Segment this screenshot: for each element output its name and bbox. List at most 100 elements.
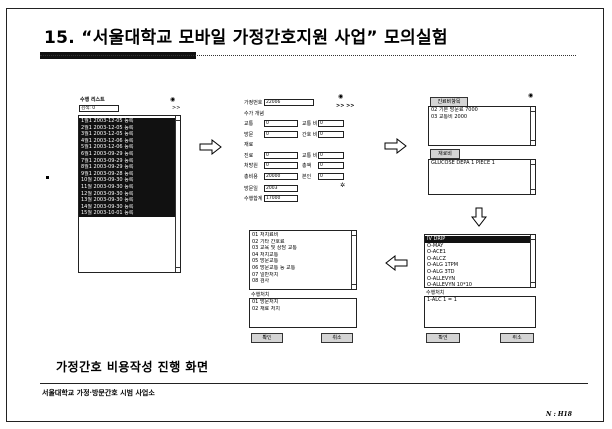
list-item[interactable]: 05 방문교통 <box>252 258 279 265</box>
slide-title: 15. “서울대학교 모바일 가정간호지원 사업” 모의실험 <box>44 28 448 48</box>
field-label: 수가 개념 <box>244 110 264 117</box>
list-item[interactable]: 2월1 2003-12-05 등록 <box>79 124 176 132</box>
field-label: 교통 비 <box>302 121 318 127</box>
list-item[interactable]: GLUCOSE DEPA 1 PIECE 1 <box>431 160 495 166</box>
total-label: 수행합계 <box>244 196 263 202</box>
nav-icons[interactable]: >> >> <box>336 103 355 109</box>
list-item[interactable]: 02 재료 처치 <box>252 305 280 312</box>
form-field[interactable]: 0 <box>318 172 344 180</box>
list-item[interactable]: IV DRIP <box>425 236 531 243</box>
list-item[interactable]: 1월1 2003-12-05 등록 <box>79 118 176 125</box>
list-item[interactable]: 11월 2003-09-30 등록 <box>79 183 176 191</box>
list-item[interactable]: 15월 2003-10-01 등록 <box>79 210 176 217</box>
list-item[interactable]: O-ALG 1TPM <box>427 262 459 269</box>
ok-button[interactable]: 확인 <box>251 333 283 343</box>
detail-label: 수행처치 <box>426 290 445 296</box>
gear-icon[interactable]: ✲ <box>340 182 346 189</box>
list-scrollbar[interactable] <box>351 231 356 289</box>
list-item[interactable]: 07 일반처치 <box>252 271 279 278</box>
form-field[interactable]: 0 <box>318 162 344 169</box>
total-field[interactable]: 17000 <box>264 195 298 202</box>
list-item[interactable]: 7월1 2003-09-29 등록 <box>79 157 176 165</box>
field-label: 처방원 <box>244 163 258 169</box>
list-item[interactable]: 6월1 2003-09-29 등록 <box>79 150 176 158</box>
field-label: 교통 비 <box>302 152 318 159</box>
list-item[interactable]: 10월 2003-09-30 등록 <box>79 177 176 184</box>
list-item[interactable]: 14월 2003-09-30 등록 <box>79 203 176 211</box>
list-item[interactable]: O-ALLEVYN 10*10 <box>427 282 472 289</box>
list-item[interactable]: 13월 2003-09-30 등록 <box>79 197 176 204</box>
list-item[interactable]: 5월1 2003-12-06 등록 <box>79 144 176 151</box>
date-field[interactable]: 2003 <box>264 185 298 192</box>
list-item[interactable]: 01 처치료비 <box>252 232 279 238</box>
form-field[interactable]: 0 <box>264 162 298 169</box>
form-field[interactable]: 0 <box>264 130 298 138</box>
list-item[interactable]: 9월1 2003-09-28 등록 <box>79 170 176 178</box>
list-item[interactable]: O-MAY <box>427 242 444 249</box>
list-item[interactable]: 04 처치교통 <box>252 251 279 258</box>
slide-footer: 서울대학교 가정·방문간호 시범 사업소 <box>42 388 155 397</box>
list-item[interactable]: 08 검사 <box>252 278 270 285</box>
date-label: 방문일 <box>244 186 258 192</box>
list-scrollbar[interactable] <box>530 160 535 194</box>
right-arrow-icon <box>199 139 222 155</box>
home-icon[interactable]: ◉ <box>338 93 344 100</box>
form-field[interactable]: 0 <box>264 151 298 159</box>
field-label: 본인 <box>302 173 312 180</box>
list-item[interactable]: 01 방문처치 <box>252 299 279 305</box>
list-item[interactable]: 1-ALC 1 = 1 <box>427 297 457 303</box>
title-underline <box>40 55 576 56</box>
cancel-button[interactable]: 취소 <box>500 333 534 343</box>
list-scrollbar[interactable] <box>530 235 535 287</box>
form-field[interactable]: 20000 <box>264 172 298 180</box>
form-field[interactable]: 0 <box>318 120 344 127</box>
list-scrollbar[interactable] <box>530 107 535 145</box>
list-header: 수행 리스트 <box>80 97 105 103</box>
cancel-button[interactable]: 취소 <box>321 333 353 343</box>
bullet-dot <box>46 176 49 179</box>
field-label: 가정번호 <box>244 100 263 106</box>
nav-forward-icon[interactable]: ◉ <box>170 96 176 103</box>
list-item[interactable]: 03 교통비 2000 <box>431 113 468 120</box>
list-item[interactable]: 8월1 2003-09-29 등록 <box>79 164 176 171</box>
field-label: 총액 <box>302 163 312 169</box>
list-item[interactable]: 06 방문교통 등 교통 <box>252 264 296 271</box>
material-list[interactable]: GLUCOSE DEPA 1 PIECE 1 <box>428 159 536 195</box>
form-field[interactable]: 0 <box>318 151 344 159</box>
tab-materials[interactable]: 재료비 <box>430 149 460 159</box>
nav-next[interactable]: >> <box>172 105 181 111</box>
list-item[interactable]: O-ACE1 <box>427 249 446 256</box>
list-item[interactable]: O-ALCZ <box>427 255 446 262</box>
list-item[interactable]: 12월 2003-09-30 등록 <box>79 190 176 198</box>
form-field[interactable]: 0 <box>264 120 298 127</box>
list-item[interactable]: 02 기타 간호료 <box>252 238 285 245</box>
selected-supply-box[interactable]: 1-ALC 1 = 1 <box>424 296 536 328</box>
slide-caption: 가정간호 비용작성 진행 화면 <box>56 360 209 374</box>
list-item[interactable]: 4월1 2003-12-06 등록 <box>79 137 176 145</box>
list-item[interactable]: 3월1 2003-12-05 등록 <box>79 131 176 138</box>
list-item[interactable]: 03 교육 및 상담 교통 <box>252 245 297 252</box>
down-arrow-icon <box>471 207 487 227</box>
home-icon[interactable]: ◉ <box>528 92 534 99</box>
list-item[interactable]: O-ALG 3TD <box>427 268 455 275</box>
left-arrow-icon <box>385 255 408 271</box>
list-item[interactable]: 02 기본 방문료 7000 <box>431 107 478 113</box>
cost-item-list[interactable]: 02 기본 방문료 7000 03 교통비 2000 <box>428 106 536 146</box>
list-item[interactable]: O-ALLEVYN <box>427 275 456 282</box>
form-field[interactable]: 0 <box>318 130 344 138</box>
list-scrollbar[interactable] <box>175 116 180 272</box>
form-field[interactable]: 22006 <box>264 99 314 106</box>
field-label: 교통 <box>244 121 254 127</box>
slide-frame <box>6 8 604 422</box>
search-field[interactable]: 검색: 0 <box>79 105 119 112</box>
ok-button[interactable]: 확인 <box>426 333 460 343</box>
